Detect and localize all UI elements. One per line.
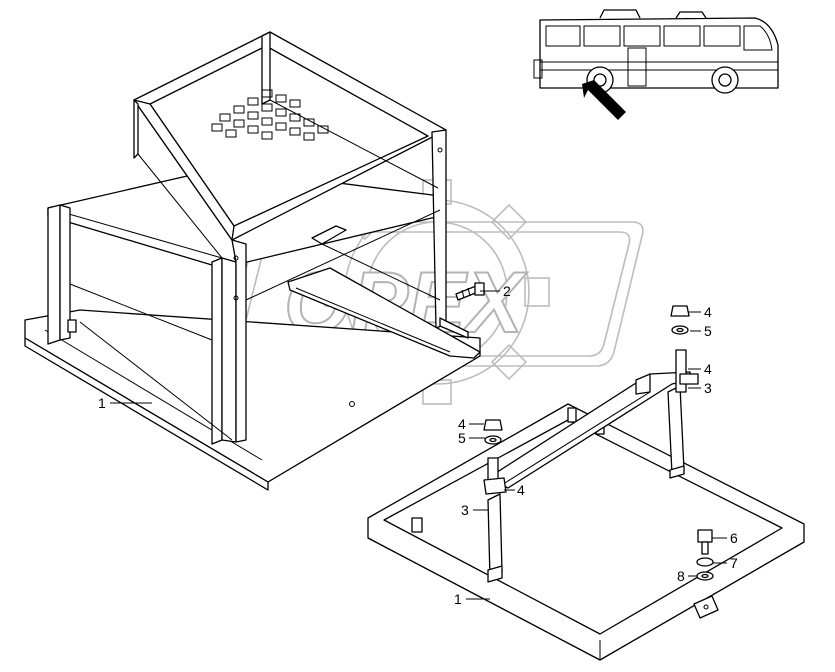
callout-2: 2 [503, 283, 511, 299]
callout-1-lower: 1 [454, 591, 462, 607]
callout-4-left: 4 [458, 416, 466, 432]
bus-icon [533, 9, 779, 120]
callout-4-top: 4 [704, 304, 712, 320]
callout-7: 7 [730, 555, 738, 571]
bolt [455, 282, 485, 301]
callout-4-lower: 4 [517, 482, 525, 498]
callout-labels: 1 2 4 5 4 3 4 5 4 3 1 6 7 8 [98, 283, 738, 607]
callout-6: 6 [730, 530, 738, 546]
callout-4-right: 4 [704, 361, 712, 377]
callout-3-left: 3 [461, 502, 469, 518]
callout-1-upper: 1 [98, 395, 106, 411]
location-arrow-icon [582, 80, 626, 120]
battery-cabinet-assembly [24, 31, 485, 491]
callout-3-right: 3 [704, 380, 712, 396]
callout-leaders [110, 290, 727, 600]
callout-5-left: 5 [458, 430, 466, 446]
vent-grid [211, 89, 329, 141]
callout-8: 8 [677, 568, 685, 584]
callout-5-top: 5 [704, 323, 712, 339]
